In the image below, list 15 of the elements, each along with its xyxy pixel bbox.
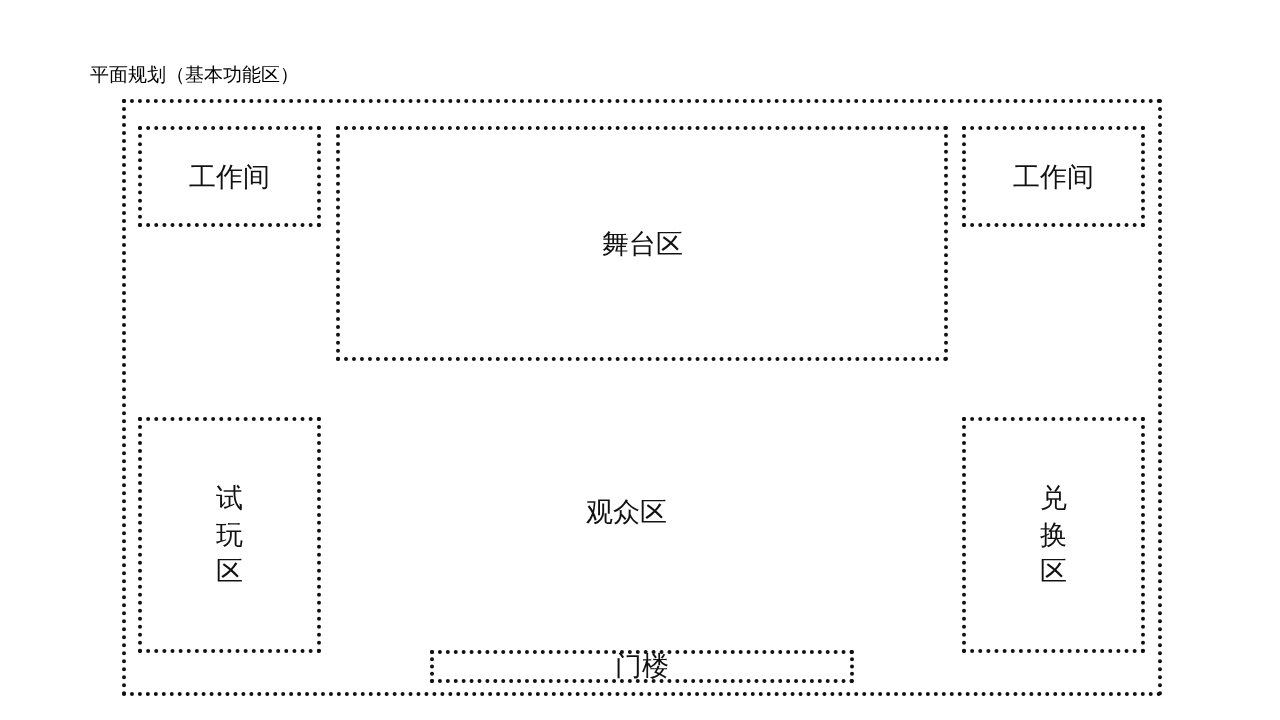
zone-box [962, 417, 1145, 653]
zone-label: 试玩区 [216, 481, 243, 589]
zone-box [430, 650, 854, 683]
diagram-title: 平面规划（基本功能区） [90, 62, 299, 87]
zone-label: 舞台区 [601, 228, 683, 259]
zone-label: 工作间 [1013, 161, 1094, 192]
zone-box [138, 417, 321, 653]
zone-label: 兑换区 [1040, 481, 1067, 589]
floor-plan-outline [122, 99, 1162, 696]
zone-label: 工作间 [189, 161, 270, 192]
zone-box [336, 126, 948, 361]
zone-box [138, 126, 321, 227]
zone-box [962, 126, 1145, 227]
zone-label: 门楼 [615, 651, 669, 681]
area-label: 观众区 [586, 495, 667, 529]
